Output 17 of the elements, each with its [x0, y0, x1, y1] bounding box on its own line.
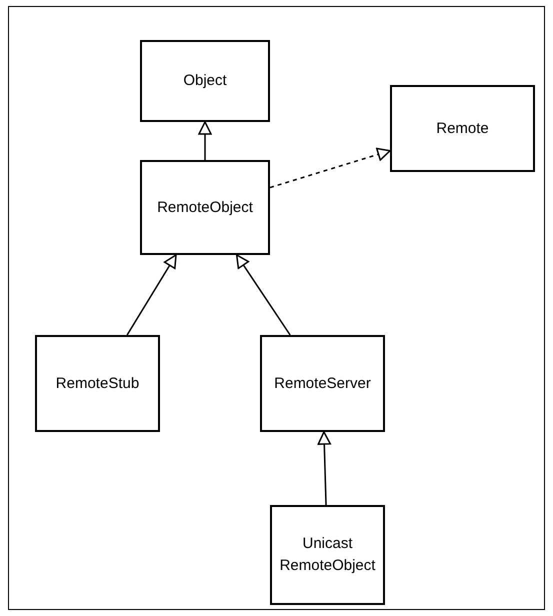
class-name: RemoteStub — [56, 374, 140, 394]
class-name: Object — [183, 71, 227, 91]
generalization-arrow — [198, 121, 212, 160]
class-box — [260, 335, 385, 432]
generalization-arrow — [236, 254, 291, 336]
generalization-arrow — [318, 431, 331, 506]
class-box — [390, 85, 535, 172]
generalization-arrow — [270, 148, 391, 188]
class-box — [140, 40, 270, 122]
class-name: RemoteServer — [274, 374, 371, 394]
class-box — [35, 335, 160, 432]
class-name: RemoteObject — [157, 198, 253, 218]
class-name: Unicast RemoteObject — [278, 534, 376, 576]
generalization-arrow — [126, 254, 177, 336]
class-box — [140, 160, 270, 255]
class-box — [270, 505, 385, 605]
class-name: Remote — [436, 118, 489, 138]
